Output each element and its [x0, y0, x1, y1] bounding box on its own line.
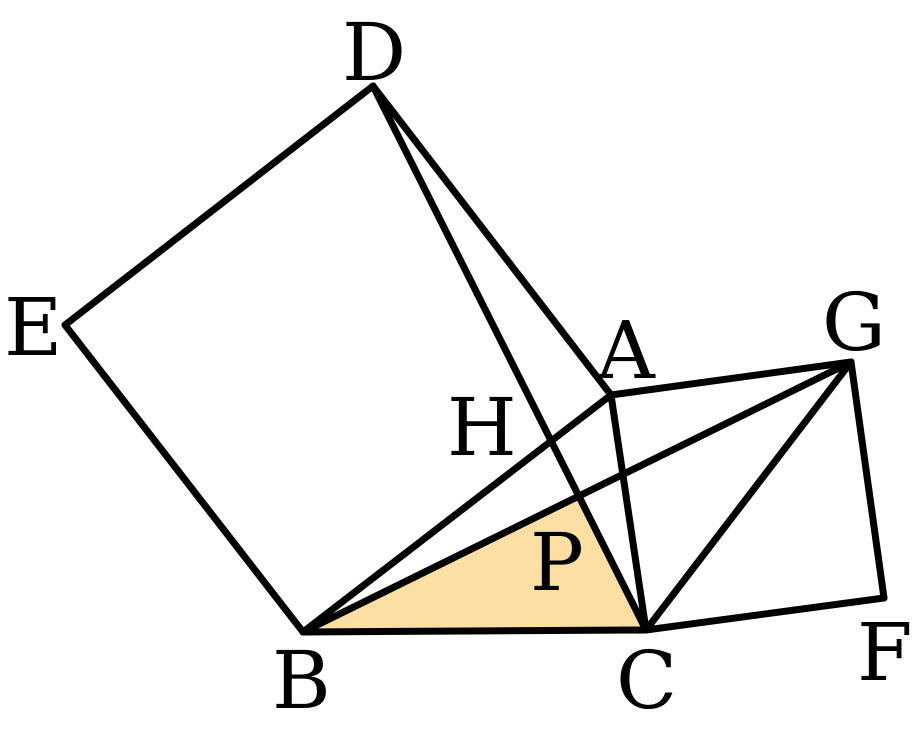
label-a: A [596, 304, 656, 397]
segment-de [61, 82, 377, 329]
label-g: G [822, 276, 886, 369]
segment-ac [607, 391, 650, 634]
segment-ag [607, 358, 855, 399]
point-labels: D E A G H P B C F [4, 6, 913, 727]
label-f: F [857, 606, 913, 699]
segment-gf [847, 358, 888, 602]
segment-ba [299, 391, 615, 636]
label-h: H [447, 381, 517, 474]
square-abed [369, 82, 650, 634]
segment-eb [61, 321, 307, 636]
label-e: E [4, 281, 62, 374]
label-b: B [272, 634, 331, 727]
segment-ad [369, 82, 615, 399]
segment-bc [299, 626, 650, 636]
segment-db [369, 82, 650, 634]
diagram-lines [61, 82, 888, 636]
segment-cg [642, 358, 855, 634]
label-d: D [342, 6, 406, 99]
label-c: C [616, 634, 677, 727]
label-p: P [530, 516, 584, 609]
segment-bg [299, 358, 855, 636]
segment-fc [642, 594, 888, 634]
highlighted-triangle-bpc [303, 498, 646, 632]
